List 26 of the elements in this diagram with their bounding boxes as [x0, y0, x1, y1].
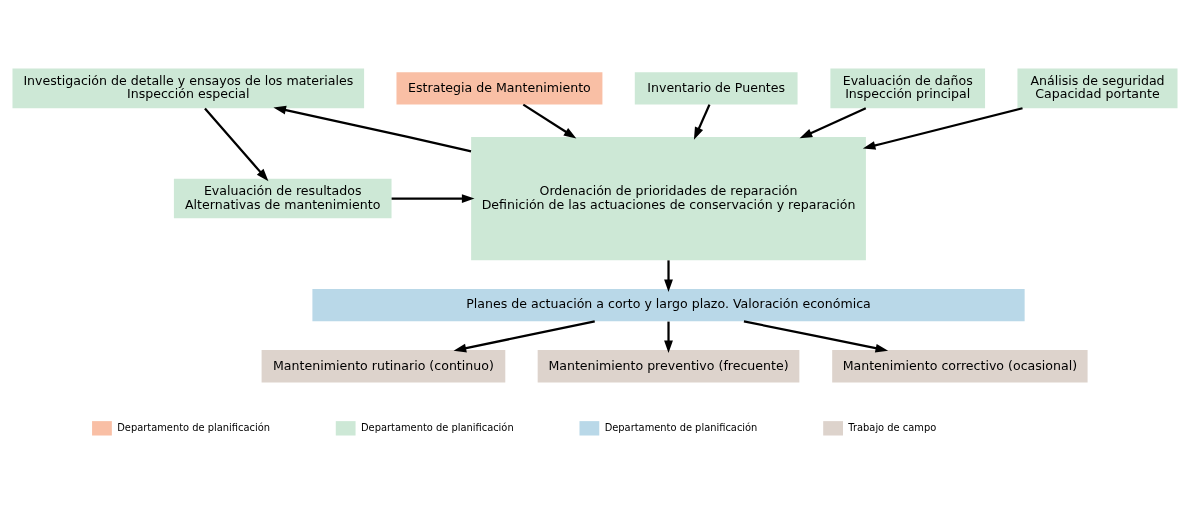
arrow: [453, 319, 595, 352]
node-box: Inventario de Puentes: [634, 71, 798, 105]
arrow: [693, 103, 711, 140]
legend-label: Departamento de planificación: [360, 421, 514, 433]
node-box: Estrategia de Mantenimiento: [396, 71, 603, 105]
legend-label: Departamento de planificación: [117, 421, 270, 433]
node-box: Investigación de detalle y ensayos de los materiales Inspección especial: [12, 68, 365, 108]
arrow: [664, 321, 673, 353]
arrow: [273, 105, 472, 152]
node-box: Evaluación de resultados Alternativas de mantenimiento: [173, 178, 392, 218]
node-box: Planes de actuación a corto y largo plazo. Valoración económica: [312, 288, 1025, 321]
node-box: Mantenimiento correctivo (ocasional): [832, 349, 1088, 382]
node-box: Mantenimiento preventivo (frecuente): [537, 349, 800, 382]
arrow: [743, 319, 889, 353]
arrow: [522, 103, 577, 139]
arrow: [799, 106, 867, 138]
arrow: [664, 259, 673, 292]
arrow: [391, 193, 475, 203]
node-box: Mantenimiento rutinario (continuo): [261, 349, 506, 382]
node-box: Análisis de seguridad Capacidad portante: [1017, 68, 1178, 108]
node-box: Ordenación de prioridades de reparación Definición de las actuaciones de conservación y reparación: [471, 136, 866, 260]
node-box: Evaluación de daños Inspección principal: [830, 68, 986, 108]
arrow: [204, 107, 269, 181]
legend-label: Trabajo de campo: [848, 421, 937, 433]
legend-label: Departamento de planificación: [604, 421, 758, 433]
arrow: [862, 106, 1023, 150]
